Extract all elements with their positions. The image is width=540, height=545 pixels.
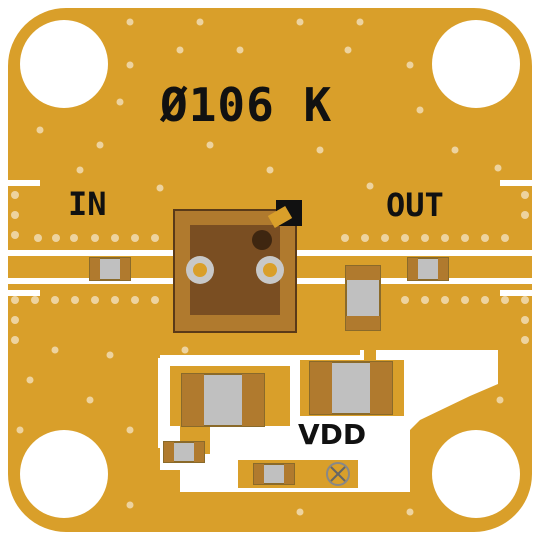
ic-pin1-marker — [252, 230, 272, 250]
in-label: IN — [68, 185, 107, 223]
mounting-hole-top-right-icon — [432, 20, 520, 108]
via-field-icon — [11, 18, 529, 516]
ic-lead — [267, 205, 293, 229]
gap-left-bottom — [0, 290, 40, 296]
gap-right-top — [500, 180, 540, 186]
gap-right-bottom — [500, 290, 540, 296]
out-label: OUT — [386, 186, 444, 224]
gap-left-top — [0, 180, 40, 186]
mounting-hole-bottom-left-icon — [20, 430, 108, 518]
vdd-label: VDD — [298, 418, 367, 451]
bias-cutout-left — [158, 358, 170, 448]
mounting-hole-top-left-icon — [20, 20, 108, 108]
mounting-hole-bottom-right-icon — [432, 430, 520, 518]
part-number-label: Ø106 K — [160, 78, 333, 132]
